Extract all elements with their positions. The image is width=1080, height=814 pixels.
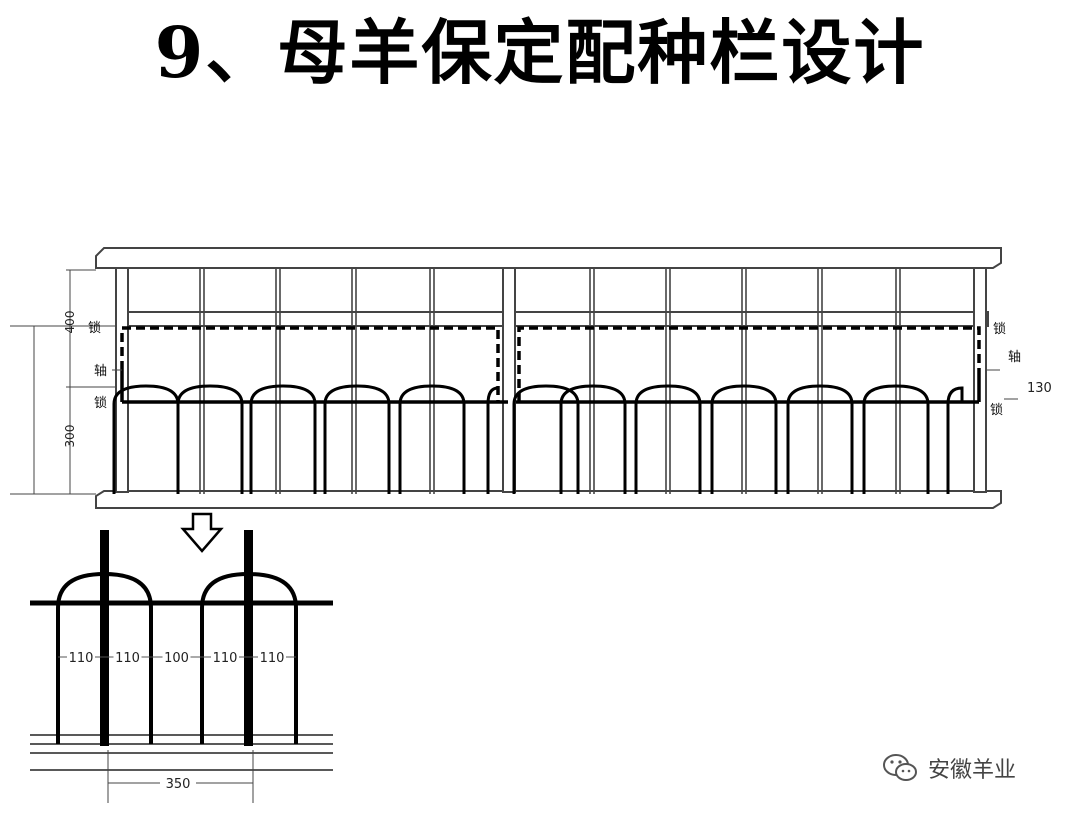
- headlock-loop-1: [112, 384, 180, 494]
- detail-drawing: 350 110 110 100 110 110: [30, 530, 333, 803]
- headlock-loop-4: [323, 384, 391, 494]
- headlock-loop-8: [634, 384, 702, 494]
- headlock-loop-end-left: [486, 386, 499, 494]
- spacing-dim-label-5: 110: [260, 651, 285, 666]
- spacing-dim-bg-1: [67, 649, 95, 664]
- headlock-box-right: [517, 326, 981, 402]
- left-dimensions: [10, 269, 122, 495]
- headlock-loop-6: [512, 384, 580, 494]
- headlock-loop-3: [249, 384, 317, 494]
- headlock-box-left: [120, 326, 500, 402]
- bottom-rail: [95, 490, 1002, 509]
- wechat-icon: [883, 754, 917, 781]
- dim-130-label: 130: [1027, 381, 1052, 396]
- detail-post-right: [244, 530, 253, 746]
- spacing-dim-label-3: 100: [164, 651, 189, 666]
- down-arrow-icon: [180, 512, 224, 553]
- lock-label-left-top: 锁: [88, 320, 101, 336]
- spacing-dim-label-1: 110: [69, 651, 94, 666]
- spacing-dim-label-4: 110: [213, 651, 238, 666]
- watermark-text: 安徽羊业: [928, 758, 1017, 783]
- page-title: 9、母羊保定配种栏设计: [154, 11, 926, 94]
- detail-spacing-dimensions: 110 110 100 110 110: [58, 649, 296, 666]
- spacing-dim-bg-4: [211, 649, 239, 664]
- spacing-dim-bg-3: [162, 649, 191, 664]
- spacing-dim-label-2: 110: [115, 651, 140, 666]
- right-dimensions: [986, 369, 1018, 400]
- lock-label-right-bottom: 锁: [990, 402, 1003, 418]
- detail-post-left: [100, 530, 109, 746]
- headlock-loop-end-right: [946, 386, 964, 494]
- headlock-loop-2: [176, 384, 244, 494]
- lock-label-right-top: 锁: [993, 321, 1006, 337]
- axis-label-left: 轴: [94, 364, 107, 379]
- spacing-dim-bg-5: [258, 649, 286, 664]
- lock-label-left-bottom: 锁: [94, 395, 107, 411]
- upper-lock-rail: [115, 311, 989, 327]
- headlock-loop-9: [710, 384, 778, 494]
- spacing-dim-bg-2: [113, 649, 142, 664]
- headlock-loop-11: [862, 384, 930, 494]
- headlock-loop-10: [786, 384, 854, 494]
- headlock-loop-7: [559, 384, 627, 494]
- headlock-dashed-boxes: [120, 326, 981, 402]
- axis-label-right: 轴: [1008, 350, 1021, 365]
- frame-posts: [115, 267, 987, 493]
- headlock-loop-5: [398, 384, 466, 494]
- upper-vertical-bars: [199, 268, 901, 494]
- watermark: 安徽羊业: [880, 748, 1016, 788]
- top-rail: [95, 247, 1002, 269]
- post-middle: [502, 267, 516, 493]
- dim-400-label: 400: [63, 311, 77, 334]
- dim-350-label: 350: [166, 777, 191, 792]
- headlock-loops: [112, 384, 964, 494]
- dim-300-label: 300: [63, 425, 77, 448]
